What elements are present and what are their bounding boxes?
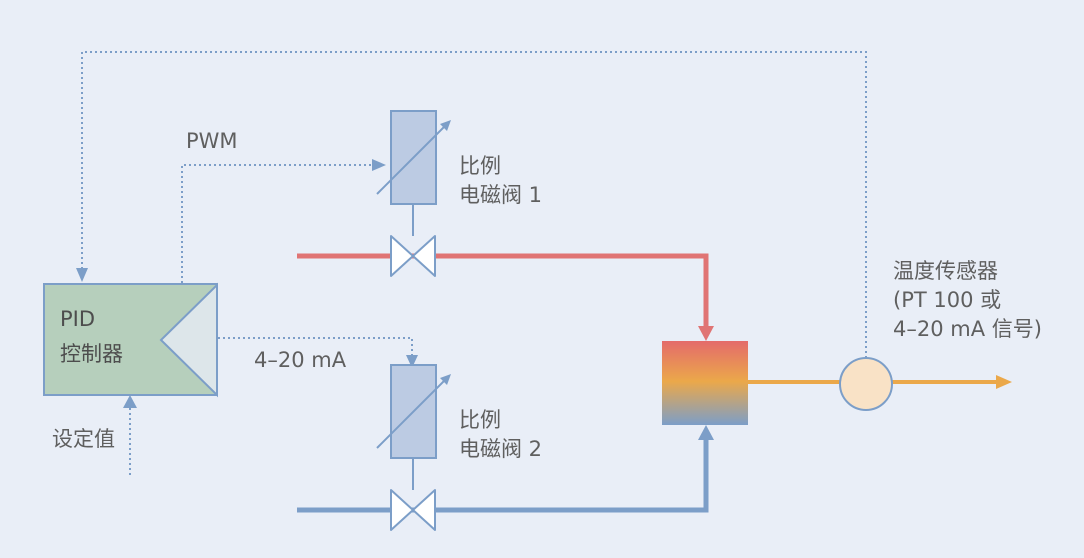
- solenoid-valve-2: [376, 364, 451, 531]
- hot-supply-arrowhead: [698, 326, 714, 341]
- valve1-label-line2: 电磁阀 1: [459, 183, 543, 207]
- setpoint-arrowhead: [123, 395, 137, 408]
- valve2-label-line2: 电磁阀 2: [459, 437, 543, 461]
- sensor-label-line2: (PT 100 或: [893, 288, 1002, 312]
- feedback-arrowhead: [76, 268, 88, 282]
- output-arrowhead: [996, 375, 1012, 389]
- cold-supply-arrowhead: [698, 425, 714, 440]
- solenoid-valve-1: [376, 110, 451, 277]
- pwm-arrowhead: [372, 159, 386, 171]
- valve1-label-line1: 比例: [459, 154, 501, 178]
- sensor-label-line3: 4–20 mA 信号): [893, 317, 1042, 341]
- pwm-label: PWM: [186, 129, 238, 153]
- setpoint-label: 设定值: [52, 427, 115, 451]
- sensor-label-line1: 温度传感器: [893, 259, 998, 283]
- valve2-label-line1: 比例: [459, 408, 501, 432]
- analog-signal-label: 4–20 mA: [254, 348, 347, 372]
- pwm-signal-line: [181, 164, 374, 283]
- temperature-sensor: [839, 357, 893, 411]
- hot-supply-line: [297, 253, 709, 330]
- analog-arrowhead: [406, 355, 418, 368]
- pid-label-line1: PID: [60, 307, 96, 331]
- mixing-chamber: [662, 341, 748, 425]
- feedback-signal-line: [81, 51, 867, 358]
- pid-label-line2: 控制器: [60, 342, 123, 366]
- pid-controller: [43, 282, 218, 398]
